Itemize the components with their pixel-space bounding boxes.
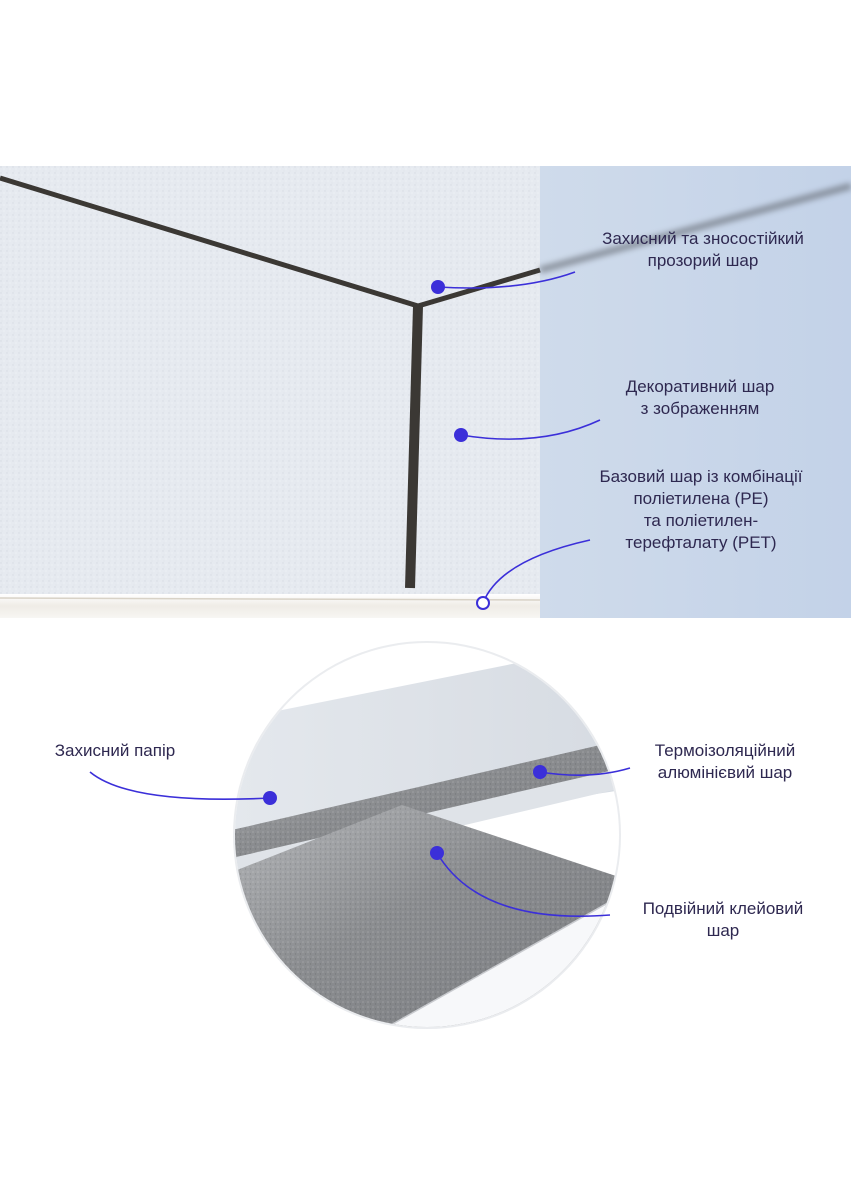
label-aluminium-layer: Термоізоляційний алюмінієвий шар <box>622 740 828 784</box>
grout-line-vertical <box>405 305 423 589</box>
tile-closeup-illustration <box>0 166 851 618</box>
label-line: шар <box>706 921 740 940</box>
label-line: та поліетилен- <box>643 511 759 530</box>
label-line: терефталату (PET) <box>625 533 777 552</box>
backing-closeup-circle <box>232 640 622 1030</box>
backing-closeup-illustration <box>233 641 621 1029</box>
label-line: поліетилена (PE) <box>633 489 769 508</box>
grout-line-blurred <box>539 182 851 274</box>
tile-side-blur <box>540 166 851 618</box>
label-protective-layer: Захисний та зносостійкий прозорий шар <box>564 228 842 272</box>
label-line: з зображенням <box>640 399 760 418</box>
edge-line <box>0 597 541 601</box>
label-line: прозорий шар <box>647 251 759 270</box>
label-decorative-layer: Декоративний шар з зображенням <box>588 376 812 420</box>
label-line: Термоізоляційний <box>654 741 796 760</box>
label-protective-paper: Захисний папір <box>26 740 204 762</box>
label-line: Подвійний клейовий <box>642 899 804 918</box>
tile-closeup-photo <box>0 166 851 618</box>
label-line: Захисний папір <box>54 741 176 760</box>
label-line: алюмінієвий шар <box>657 763 793 782</box>
tile-face <box>0 166 540 618</box>
label-line: Базовий шар із комбінації <box>599 467 803 486</box>
label-line: Декоративний шар <box>625 377 775 396</box>
label-adhesive-layer: Подвійний клейовий шар <box>610 898 836 942</box>
label-line: Захисний та зносостійкий <box>602 229 804 248</box>
label-base-layer: Базовий шар із комбінації поліетилена (P… <box>564 466 838 554</box>
